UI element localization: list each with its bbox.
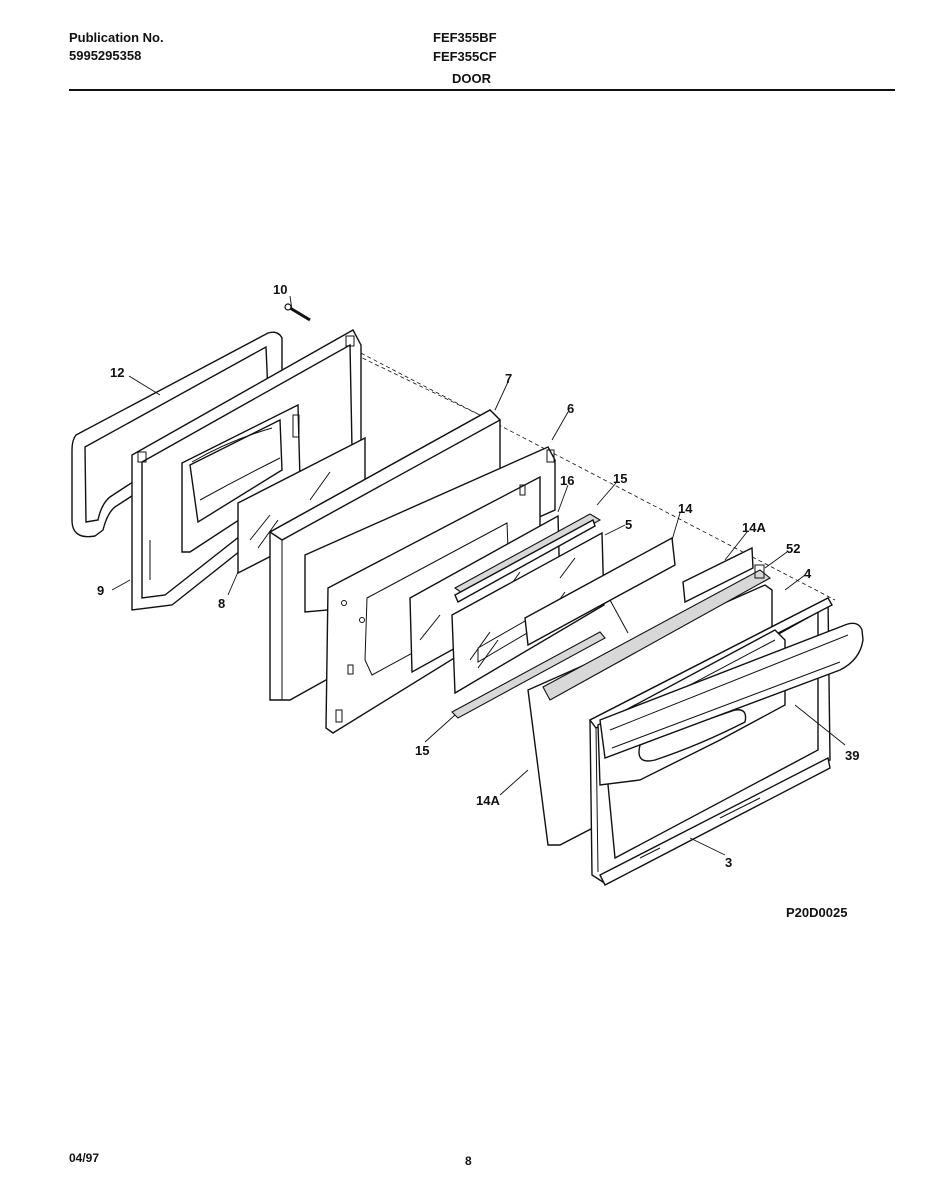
callout-52: 52 [786,541,800,556]
callout-8: 8 [218,596,225,611]
callout-9: 9 [97,583,104,598]
callout-leaders [111,295,846,856]
part-52-spacer [754,564,765,579]
section-title: DOOR [452,71,491,86]
callout-6: 6 [567,401,574,416]
part-15-retainer-bottom [451,631,606,719]
callout-14A-bottom: 14A [476,793,500,808]
callout-5: 5 [625,517,632,532]
model-number-2: FEF355CF [433,49,497,64]
callout-39: 39 [845,748,859,763]
header-rule [69,89,895,91]
part-10-screw [284,303,311,322]
model-number-1: FEF355BF [433,30,497,45]
callout-4: 4 [804,566,812,581]
part-9-door-liner [131,329,362,611]
publication-label: Publication No. [69,30,164,45]
callout-15-top: 15 [613,471,627,486]
callout-12: 12 [110,365,124,380]
callout-3: 3 [725,855,732,870]
publication-number: 5995295358 [69,48,142,63]
callout-10: 10 [273,282,287,297]
part-39-handle [599,622,864,759]
door-bottom-strip [599,756,831,886]
callout-14A-top: 14A [742,520,766,535]
part-15-retainer-top [453,513,602,603]
callout-16: 16 [560,473,574,488]
part-14-shield [524,536,676,647]
callout-14: 14 [678,501,693,516]
figure-code: P20D0025 [786,905,848,920]
page-number: 8 [465,1154,472,1168]
callout-15-bottom: 15 [415,743,429,758]
callout-7: 7 [505,371,512,386]
footer-date: 04/97 [69,1151,100,1165]
